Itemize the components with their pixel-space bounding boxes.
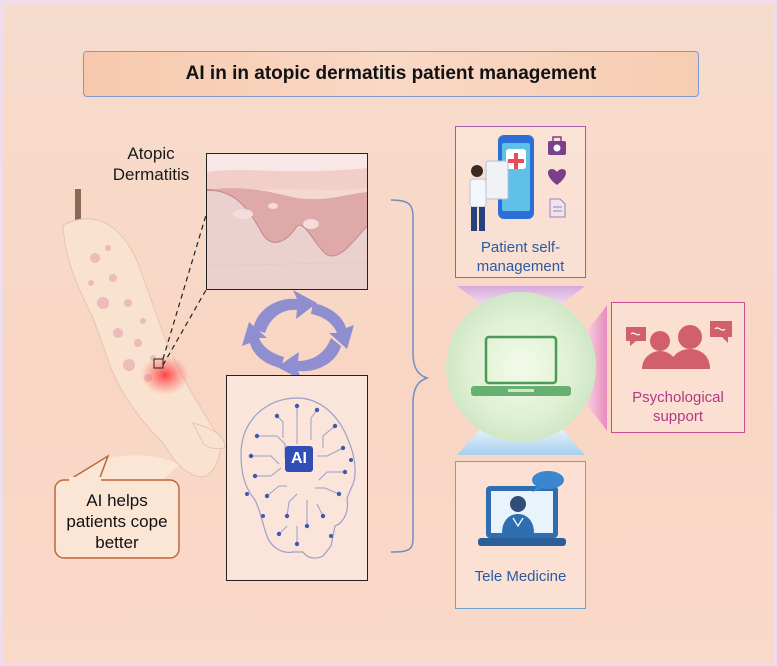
ai-brain-icon xyxy=(240,397,356,559)
heart-icon xyxy=(547,169,567,185)
psychological-label: Psychological support xyxy=(612,388,744,426)
beam-bottom xyxy=(457,430,585,455)
arm-label: Atopic Dermatitis xyxy=(111,143,191,185)
center-circle xyxy=(446,292,596,442)
self-management-label-line1: Patient self- xyxy=(480,239,561,256)
curly-brace xyxy=(390,199,430,553)
arm-label-line2: Dermatitis xyxy=(112,165,190,184)
ai-badge: AI xyxy=(291,450,307,467)
self-management-card: Patient self- management xyxy=(455,126,586,278)
arm-icon xyxy=(62,189,226,478)
callout-text: AI helps patients cope better xyxy=(66,490,168,552)
psychological-label-line1: Psychological xyxy=(632,389,724,406)
chat-bubble-icon xyxy=(532,471,564,492)
beam-right xyxy=(586,305,607,431)
psychological-label-line2: support xyxy=(652,408,704,425)
tele-medicine-label: Tele Medicine xyxy=(456,567,585,586)
telemedicine-laptop-icon xyxy=(478,471,566,546)
cycle-arrows-icon xyxy=(242,290,354,380)
psychological-support-card: Psychological support xyxy=(611,302,745,433)
skin-tissue-panel xyxy=(206,153,368,290)
self-management-label: Patient self- management xyxy=(456,238,585,276)
self-management-label-line2: management xyxy=(476,258,565,275)
ai-brain-panel: AI xyxy=(226,375,368,581)
arm-label-line1: Atopic xyxy=(127,144,175,163)
skin-tissue-icon xyxy=(207,154,367,289)
document-icon xyxy=(549,198,566,218)
doctor-icon xyxy=(469,160,509,231)
medical-kit-icon xyxy=(548,136,566,155)
tele-medicine-label-line1: Tele Medicine xyxy=(474,568,567,585)
page-title: AI in in atopic dermatitis patient manag… xyxy=(83,51,699,97)
laptop-icon xyxy=(471,335,571,396)
psychology-people-icon xyxy=(626,321,732,369)
zoom-indicator xyxy=(153,214,207,369)
self-management-illustration xyxy=(469,135,567,231)
graphics-layer xyxy=(62,189,607,553)
tele-medicine-card: Tele Medicine xyxy=(455,461,586,609)
